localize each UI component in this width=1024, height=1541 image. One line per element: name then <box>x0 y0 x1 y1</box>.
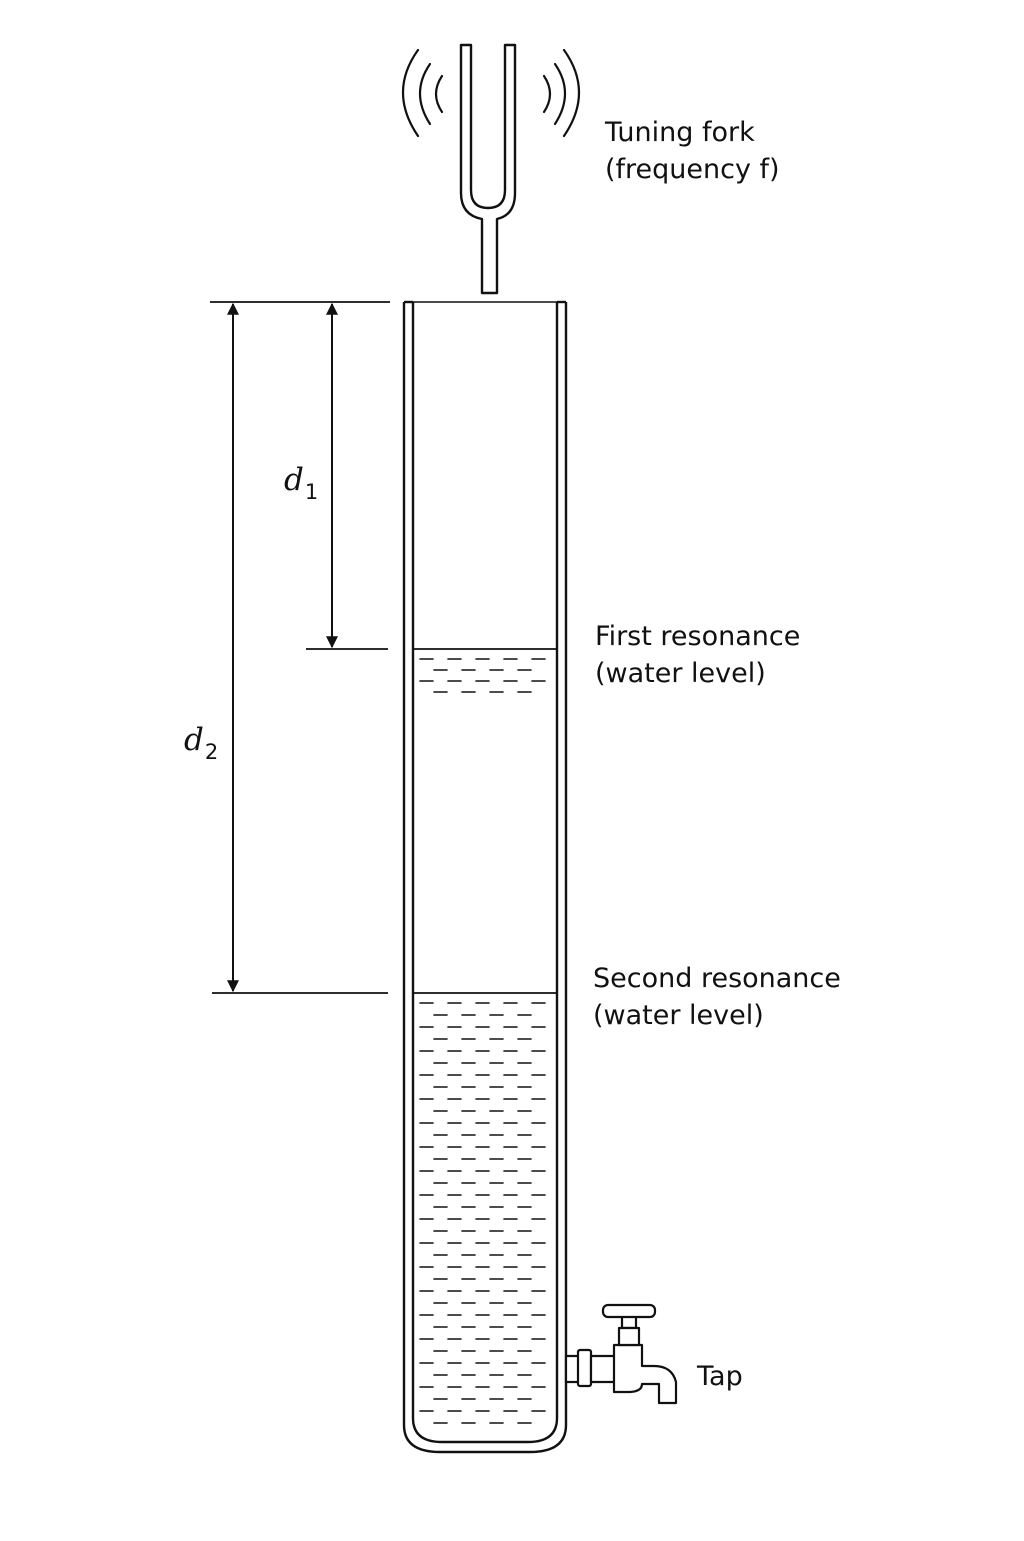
tuning-fork-label-line1: Tuning fork <box>605 117 755 148</box>
vibration-waves-left <box>401 48 444 138</box>
water-column <box>419 1002 546 1424</box>
second-resonance-label-line2: (water level) <box>593 1000 764 1031</box>
vibration-waves-right <box>542 48 581 138</box>
d1-subscript: 1 <box>304 480 319 504</box>
d1-label: d1 <box>284 462 318 504</box>
first-resonance-label-line1: First resonance <box>595 621 801 652</box>
first-resonance-label: First resonance (water level) <box>595 618 800 692</box>
second-resonance-label-line1: Second resonance <box>593 963 841 994</box>
tuning-fork <box>459 43 517 295</box>
d2-symbol: d <box>184 722 204 758</box>
reference-lines <box>210 301 557 994</box>
d2-subscript: 2 <box>204 740 219 764</box>
d1-symbol: d <box>284 462 304 498</box>
resonance-tube <box>402 300 568 1454</box>
water-surface-first-resonance <box>419 658 546 693</box>
second-resonance-label: Second resonance (water level) <box>593 960 841 1034</box>
tap-label: Tap <box>697 1361 743 1392</box>
tuning-fork-label-line2: (frequency f) <box>605 154 780 185</box>
tap-icon <box>564 1303 678 1405</box>
tuning-fork-label: Tuning fork (frequency f) <box>605 114 780 188</box>
first-resonance-label-line2: (water level) <box>595 658 766 689</box>
d2-label: d2 <box>184 722 218 764</box>
